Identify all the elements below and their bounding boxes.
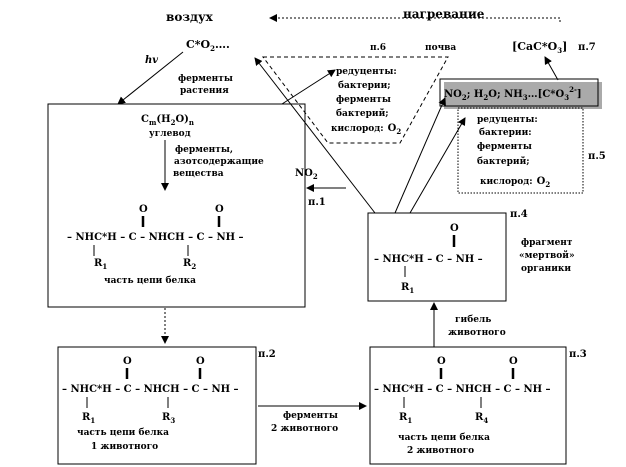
box-p4 (367, 212, 507, 302)
p7-label: п.7 (578, 42, 596, 53)
arrow-box4-to-air (254, 57, 376, 214)
carbonate-arrow (544, 56, 559, 81)
box4-r1: R1 (401, 282, 414, 295)
carbohydrate-name: углевод (149, 129, 191, 139)
p3-label: п.3 (569, 349, 587, 360)
p5-line-2: бактерии: (479, 127, 532, 138)
box2-r1: R1 (82, 412, 95, 425)
box2-caption2: 1 животного (91, 442, 158, 452)
air-label: воздух (166, 10, 214, 24)
p4-label: п.4 (510, 209, 528, 220)
box3-caption1: часть цепи белка (398, 432, 490, 443)
box3-o-right: O (509, 356, 518, 367)
soil-line-1: редуценты: (336, 67, 397, 77)
box4-chain: – NHC*H – C – NH – (374, 254, 483, 265)
box1-o-right: O (215, 204, 224, 215)
soil-label: почва (425, 43, 456, 53)
p2-label: п.2 (258, 349, 276, 360)
soil-line-5: кислород:O2 (331, 123, 401, 136)
box1-enzymes-line2: азотсодержащие (174, 157, 264, 167)
p5-line-1: редуценты: (477, 115, 538, 125)
death-line2: животного (448, 328, 506, 338)
box3-r4: R4 (475, 412, 488, 425)
box2-o-left: O (123, 356, 132, 367)
box2-o-right: O (196, 356, 205, 367)
box1-chain: – NHC*H – C – NHCH – C – NH – (67, 232, 244, 243)
arrow-box4-to-p5 (394, 97, 446, 214)
box3-chain: – NHC*H – C – NHCH – C – NH – (374, 384, 551, 395)
p5-header-box (439, 78, 599, 107)
soil-line-2: бактерии; (338, 80, 391, 91)
enzymes2-line2: 2 животного (271, 424, 338, 434)
plant-enzymes-line2: растения (180, 86, 229, 96)
box2-r3: R3 (162, 412, 175, 425)
carbohydrate-formula: Cm(H2O)n (141, 114, 194, 127)
carbonate-label: [CaC*O3] (512, 40, 567, 55)
death-line1: гибель (455, 314, 491, 325)
box2-caption1: часть цепи белка (77, 427, 169, 438)
box-p3 (369, 346, 567, 465)
soil-line-4: бактерий; (336, 108, 389, 119)
soil-region (261, 56, 449, 144)
heating-label: нагревание (403, 7, 485, 21)
co2-label: C*O2…. (186, 38, 230, 53)
box1-o-left: O (139, 204, 148, 215)
fragment-line2: «мертвой» (519, 250, 575, 261)
box4-o: O (450, 223, 459, 234)
p5-header-text: NO2; H2O; NH3…[C*O32-] (444, 85, 582, 102)
box1-caption: часть цепи белка (104, 275, 196, 286)
box3-caption2: 2 животного (407, 446, 474, 456)
box3-r1: R1 (399, 412, 412, 425)
fragment-line1: фрагмент (521, 238, 573, 248)
heating-arrow (269, 14, 561, 22)
soil-line-3: ферменты (336, 95, 391, 105)
box-p1 (47, 103, 306, 308)
p1-label: п.1 (308, 197, 326, 208)
hv-label: hv (145, 55, 158, 66)
box2-chain: – NHC*H – C – NHCH – C – NH – (62, 384, 239, 395)
box1-enzymes-line3: вещества (173, 169, 224, 179)
p5-header-shadow (444, 82, 602, 109)
plant-enzymes-line1: ферменты (178, 74, 233, 84)
arrow-box4-to-p5b (409, 117, 466, 214)
box1-r2: R2 (183, 258, 196, 271)
fragment-line3: органики (521, 264, 571, 274)
p5-line-4: бактерий; (477, 156, 530, 167)
p5-line-3: ферменты (477, 142, 532, 152)
box3-o-left: O (437, 356, 446, 367)
arrow-to-soil (281, 69, 336, 105)
p5-label: п.5 (588, 151, 606, 162)
photosynthesis-arrow (117, 51, 184, 105)
box1-enzymes-line1: ферменты, (175, 145, 233, 155)
p5-line-5: кислород:O2 (480, 176, 550, 189)
p6-label: п.6 (370, 43, 386, 53)
box1-r1: R1 (94, 258, 107, 271)
enzymes2-line1: ферменты (283, 411, 338, 421)
no2-label: NO2 (295, 168, 318, 181)
box-p2 (57, 346, 257, 465)
